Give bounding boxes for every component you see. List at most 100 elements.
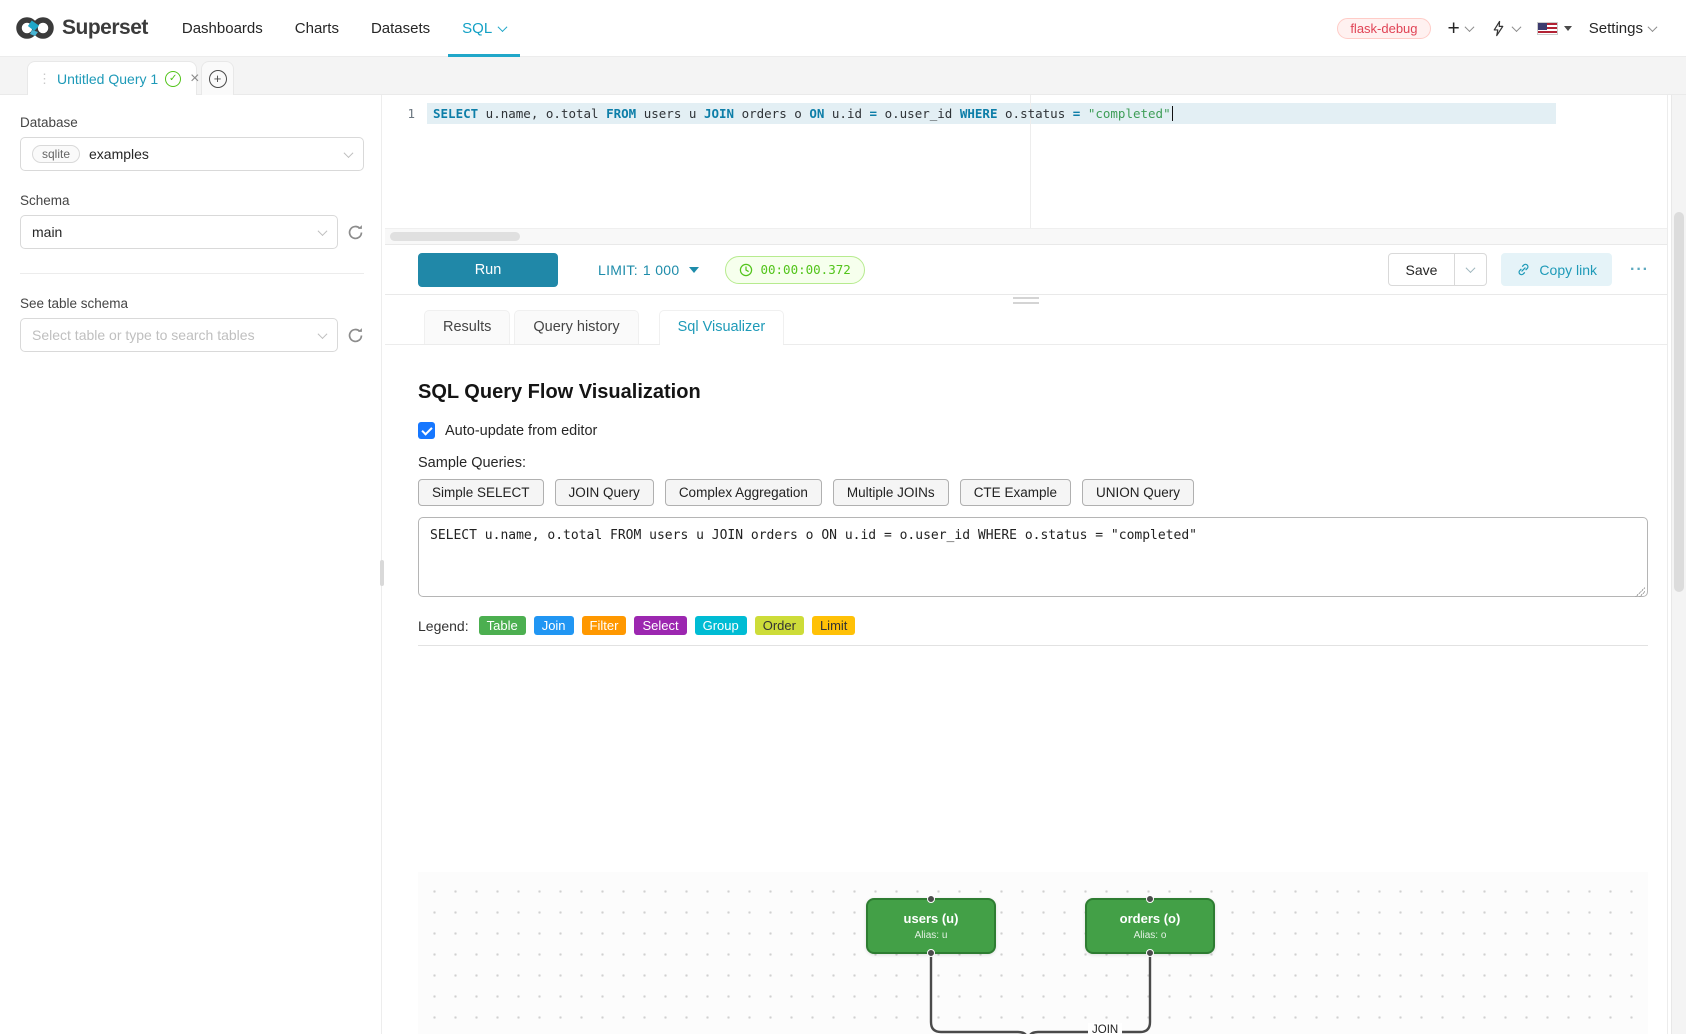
copy-link-button[interactable]: Copy link — [1501, 253, 1613, 286]
drag-handle-icon[interactable]: ⋮ — [38, 70, 51, 86]
superset-infinity-icon — [16, 17, 54, 39]
sql-token: JOIN — [703, 106, 735, 121]
chevron-down-icon — [343, 147, 354, 158]
chevron-down-icon — [317, 225, 328, 236]
limit-value: 1 000 — [642, 261, 680, 278]
nav-item-label: SQL — [462, 19, 493, 37]
new-item-menu[interactable]: + — [1447, 16, 1475, 40]
run-button[interactable]: Run — [418, 252, 558, 287]
tab-results[interactable]: Results — [424, 310, 511, 344]
auto-update-toggle[interactable]: Auto-update from editor — [418, 422, 1648, 439]
sql-token: u.id — [824, 106, 870, 121]
sample-query-button-complex-aggregation[interactable]: Complex Aggregation — [664, 479, 822, 506]
settings-menu[interactable]: Settings — [1588, 19, 1658, 37]
save-button[interactable]: Save — [1387, 253, 1456, 286]
flow-node-users-u-[interactable]: users (u)Alias: u — [866, 895, 996, 957]
editor-hscrollbar-thumb[interactable] — [390, 232, 520, 241]
sql-token: ON — [809, 106, 825, 121]
node-handle-top[interactable] — [927, 895, 935, 903]
save-options-button[interactable] — [1455, 253, 1488, 286]
node-subtitle: Alias: o — [1133, 930, 1167, 941]
caret-down-icon — [1563, 25, 1572, 31]
lightning-icon — [1493, 20, 1504, 36]
sql-token: SELECT — [433, 106, 479, 121]
checkbox-checked-icon[interactable] — [418, 422, 435, 439]
page-scrollbar[interactable] — [1671, 57, 1686, 1034]
legend-badge-select: Select — [634, 616, 687, 635]
link-icon — [1518, 263, 1529, 276]
legend-badge-limit: Limit — [811, 616, 856, 635]
close-icon[interactable]: × — [190, 69, 200, 87]
nav-item-charts[interactable]: Charts — [279, 0, 355, 57]
database-label: Database — [20, 115, 78, 130]
clock-icon — [740, 263, 753, 276]
panel-resize-handle[interactable] — [380, 560, 384, 586]
query-tab-untitled-query-1[interactable]: ⋮ Untitled Query 1 ✓ × — [27, 61, 200, 95]
legend-badge-group: Group — [694, 616, 747, 635]
sample-query-button-union-query[interactable]: UNION Query — [1081, 479, 1194, 506]
sync-icon — [348, 327, 363, 342]
node-handle-bottom[interactable] — [927, 949, 935, 957]
limit-label: LIMIT: — [598, 261, 638, 278]
node-title: orders (o) — [1119, 911, 1181, 926]
chevron-down-icon — [317, 328, 328, 339]
nav-item-datasets[interactable]: Datasets — [355, 0, 446, 57]
settings-label: Settings — [1588, 19, 1643, 37]
sql-token: FROM — [606, 106, 637, 121]
nav-item-label: Charts — [294, 19, 339, 37]
sync-icon — [348, 224, 363, 239]
sample-query-button-multiple-joins[interactable]: Multiple JOINs — [832, 479, 949, 506]
database-engine-badge: sqlite — [32, 145, 81, 163]
sql-token: o.user_id — [877, 106, 960, 121]
environment-badge: flask-debug — [1337, 17, 1431, 39]
sql-token: = — [1072, 106, 1081, 121]
query-search-menu[interactable] — [1490, 20, 1522, 37]
plus-icon: + — [1447, 16, 1460, 40]
table-schema-label: See table schema — [20, 296, 129, 311]
flow-node-orders-o-[interactable]: orders (o) Alias: o — [1085, 895, 1215, 957]
auto-update-label: Auto-update from editor — [445, 422, 598, 439]
editor-hscrollbar[interactable] — [385, 228, 1667, 244]
sql-token: WHERE — [959, 106, 998, 121]
node-handle-bottom[interactable] — [1146, 949, 1154, 957]
sample-query-button-cte-example[interactable]: CTE Example — [959, 479, 1071, 506]
superset-logo[interactable]: Superset — [16, 15, 148, 41]
add-query-tab-button[interactable]: + — [201, 61, 234, 95]
chevron-down-icon — [1511, 21, 1522, 32]
visualizer-query-input[interactable]: SELECT u.name, o.total FROM users u JOIN… — [418, 517, 1648, 597]
page-scrollbar-thumb[interactable] — [1674, 212, 1684, 592]
more-actions-button[interactable]: ··· — [1630, 260, 1649, 278]
query-tab-strip: ⋮ Untitled Query 1 ✓ × + — [0, 57, 1686, 95]
sql-token: u.name, o.total — [478, 106, 607, 121]
sample-query-buttons: Simple SELECT JOIN Query Complex Aggregati… — [418, 479, 1648, 506]
schema-select[interactable]: main — [20, 215, 338, 249]
sample-query-button-join-query[interactable]: JOIN Query — [554, 479, 654, 506]
table-select[interactable]: Select table or type to search tables — [20, 318, 338, 352]
nav-menu: Dashboards Charts Datasets SQL — [166, 0, 522, 57]
schema-select-value: main — [32, 224, 63, 240]
nav-item-dashboards[interactable]: Dashboards — [166, 0, 279, 57]
legend-badge-filter: Filter — [581, 616, 627, 635]
text-cursor — [1171, 106, 1174, 121]
query-tab-title: Untitled Query 1 — [57, 70, 159, 87]
sample-query-button-simple-select[interactable]: Simple SELECT — [418, 479, 544, 506]
nav-item-label: Datasets — [370, 19, 431, 37]
tab-sql-visualizer[interactable]: Sql Visualizer — [658, 310, 785, 345]
node-handle-top[interactable] — [1146, 895, 1154, 903]
refresh-schemas-button[interactable] — [347, 224, 364, 241]
sql-token — [1080, 106, 1088, 121]
south-pane-resize-handle[interactable] — [1013, 297, 1039, 304]
sql-editor-line-code: SELECT u.name, o.total FROM users u JOIN… — [433, 106, 1174, 122]
tab-query-history[interactable]: Query history — [514, 310, 639, 344]
chevron-down-icon — [1464, 21, 1475, 32]
refresh-tables-button[interactable] — [347, 327, 364, 344]
sql-token: o.status — [997, 106, 1073, 121]
sql-code-editor[interactable]: 1 SELECT u.name, o.total FROM users u JO… — [385, 95, 1667, 244]
limit-dropdown[interactable]: LIMIT: 1 000 — [598, 261, 700, 278]
nav-item-sql[interactable]: SQL — [446, 0, 522, 57]
language-picker[interactable] — [1536, 21, 1572, 35]
database-select[interactable]: sqlite examples — [20, 137, 364, 171]
